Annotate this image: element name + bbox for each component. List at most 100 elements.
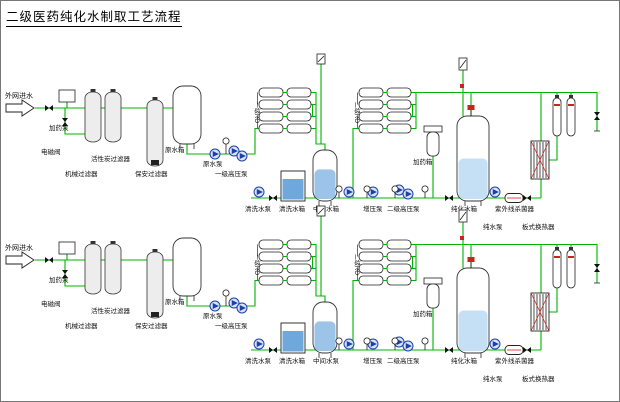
equipment-label: 加药箱	[413, 157, 433, 166]
equipment-label: 保安过滤器	[135, 321, 168, 330]
equipment-label: 紫外线杀菌器	[495, 356, 535, 365]
ro-membrane	[358, 111, 384, 122]
vessel-cap	[110, 89, 116, 92]
equipment-label: 原水箱	[165, 145, 185, 154]
ro-membrane	[286, 263, 312, 274]
column-band	[568, 256, 574, 258]
equipment-label: 纯化水箱	[451, 356, 478, 365]
ro-membrane	[286, 111, 312, 122]
pipe-line	[471, 91, 558, 98]
pipe-line	[64, 260, 85, 287]
pipe-line	[352, 279, 359, 350]
exchange-column	[552, 249, 562, 289]
filter-drain	[151, 312, 159, 317]
hx-tie-rod	[530, 140, 550, 180]
pressure-gauge-icon	[363, 337, 371, 345]
water-fill	[314, 321, 336, 351]
dosing-tank	[426, 131, 440, 157]
pipe-line	[471, 243, 558, 250]
equipment-label: 一级高压泵	[215, 169, 248, 178]
ro-membrane	[286, 239, 312, 250]
tank-vent-valve	[467, 105, 475, 110]
column-cap	[555, 95, 559, 98]
water-fill	[458, 310, 488, 351]
pump-impeller	[346, 341, 353, 347]
equipment-label: 加药泵	[49, 123, 69, 132]
hx-tie-rod	[530, 292, 550, 332]
ro-membrane	[386, 263, 412, 274]
pressure-gauge-icon	[391, 185, 399, 193]
valve-icon	[62, 118, 68, 126]
pipe-line	[186, 127, 259, 155]
ro-membrane	[258, 275, 284, 286]
ro-membrane	[286, 87, 312, 98]
ro-membrane	[386, 251, 412, 262]
filter-vessel	[84, 91, 102, 143]
valve-icon	[45, 257, 53, 263]
dosing-pump-unit	[58, 241, 76, 255]
pressure-gauge-icon	[421, 337, 429, 345]
exchange-column	[552, 97, 562, 137]
pump-impeller	[231, 300, 238, 306]
label-inlet: 外网进水	[5, 91, 33, 100]
exchange-column	[566, 97, 576, 137]
label-inlet: 外网进水	[5, 243, 33, 252]
equipment-label: 清洗水箱	[279, 204, 306, 213]
dosing-tank-lid	[423, 125, 443, 133]
pressure-gauge-icon	[222, 137, 230, 145]
filter-vessel	[104, 91, 122, 143]
equipment-label: 保安过滤器	[135, 169, 168, 178]
ro-membrane	[258, 99, 284, 110]
pump-impeller	[405, 191, 412, 197]
connector-line	[459, 211, 467, 221]
equipment-label: 中间水泵	[313, 356, 340, 365]
equipment-label: 活性炭过滤器	[91, 306, 131, 315]
equipment-label: 清洗水泵	[245, 356, 272, 365]
inlet-arrow-icon	[5, 99, 35, 117]
sample-valve	[460, 84, 464, 88]
equipment-label: 原水泵	[203, 311, 223, 320]
equipment-label: 加药泵	[49, 275, 69, 284]
ro-membrane	[358, 99, 384, 110]
water-fill	[458, 158, 488, 199]
equipment-label: 增压泵	[363, 204, 383, 213]
inlet-arrow-icon	[5, 251, 35, 269]
pump-impeller	[492, 189, 499, 195]
pump-impeller	[239, 153, 246, 159]
vessel-cap	[90, 89, 96, 92]
pipe-line	[64, 108, 85, 135]
valve-icon	[445, 347, 453, 353]
ro-membrane	[286, 99, 312, 110]
valve-icon	[445, 195, 453, 201]
pipe-line	[557, 91, 572, 98]
ro-membrane	[258, 239, 284, 250]
equipment-label: 板式换热器	[522, 222, 555, 231]
ro-membrane	[358, 239, 384, 250]
label-ro2: 二级RO	[353, 254, 361, 275]
valve-icon	[594, 264, 600, 272]
ro-membrane	[286, 275, 312, 286]
ro-membrane	[286, 251, 312, 262]
ro-membrane	[258, 123, 284, 134]
equipment-label: 清洗水泵	[245, 204, 272, 213]
pump-impeller	[212, 303, 219, 309]
valve-icon	[523, 195, 531, 201]
pipe-line	[411, 243, 417, 282]
equipment-label: 增压泵	[363, 356, 383, 365]
ro-membrane	[386, 111, 412, 122]
dosing-tank	[426, 283, 440, 309]
ro-membrane	[358, 275, 384, 286]
column-cap	[555, 247, 559, 250]
dosing-tank-lid	[423, 277, 443, 285]
equipment-label: 紫外线杀菌器	[495, 204, 535, 213]
equipment-label: 原水箱	[165, 297, 185, 306]
valve-icon	[269, 195, 277, 201]
ro-membrane	[258, 251, 284, 262]
label-ro2: 二级RO	[353, 102, 361, 123]
pump-impeller	[405, 343, 412, 349]
equipment-label: 二级高压泵	[387, 356, 420, 365]
connector-line	[459, 59, 467, 69]
pipe-line	[186, 279, 259, 307]
connector-line	[317, 207, 325, 215]
vessel-cap	[90, 241, 96, 244]
